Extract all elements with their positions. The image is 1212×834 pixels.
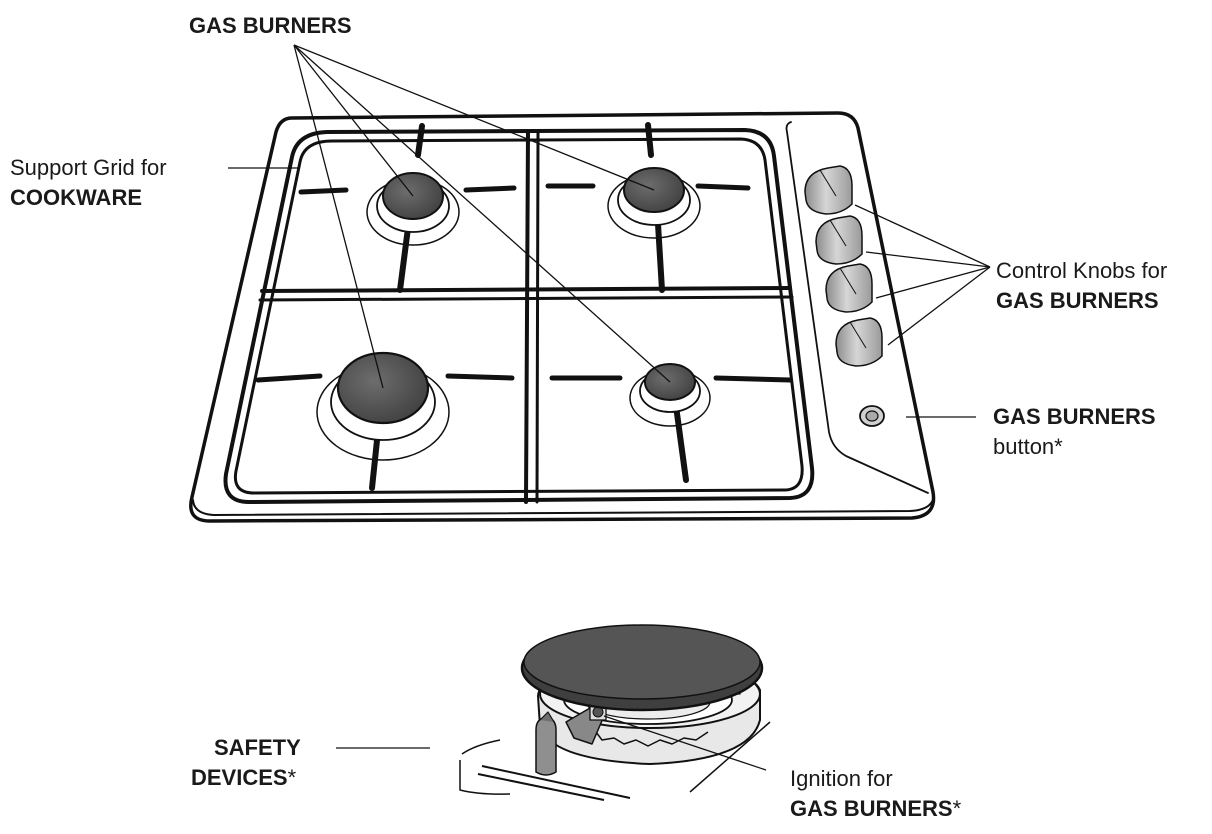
leader-lines	[228, 44, 991, 771]
label-ignition-line1: Ignition for	[790, 766, 893, 791]
control-panel	[785, 121, 929, 494]
label-support-grid-line2: COOKWARE	[10, 185, 142, 210]
label-control-knobs-line1: Control Knobs for	[996, 258, 1168, 283]
knob-2	[815, 215, 863, 265]
label-safety-line2: DEVICES*	[191, 764, 296, 792]
label-support-grid-line1: Support Grid for	[10, 155, 167, 180]
ignition-button	[859, 405, 885, 427]
detail-burner	[459, 624, 771, 801]
knob-3	[825, 263, 873, 313]
label-gas-burners-top: GAS BURNERS	[189, 13, 352, 38]
knob-4	[835, 317, 883, 367]
label-ignition-gas-burners: GAS BURNERS	[790, 796, 953, 821]
knob-1	[804, 165, 853, 215]
support-grid	[223, 122, 815, 504]
control-knobs	[804, 165, 883, 367]
label-button-line1: GAS BURNERS	[993, 404, 1156, 429]
label-ignition-star: *	[952, 796, 962, 821]
hob-burners	[316, 167, 711, 461]
burner-top-left	[366, 172, 460, 246]
label-safety-star: *	[287, 765, 297, 790]
label-ignition-line2: GAS BURNERS*	[790, 795, 961, 823]
label-safety-devices: DEVICES	[191, 765, 288, 790]
label-button-line2: button*	[993, 434, 1063, 459]
label-control-knobs-line2: GAS BURNERS	[996, 288, 1159, 313]
label-safety-line1: SAFETY	[214, 735, 301, 760]
